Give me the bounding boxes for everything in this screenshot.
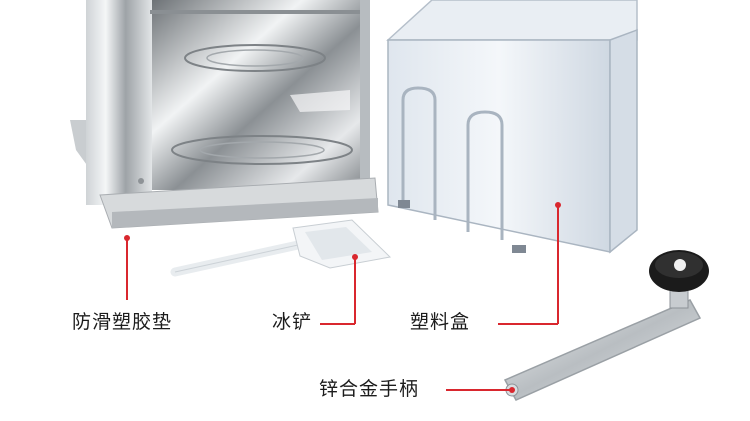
label-plastic-box: 塑料盒 — [410, 311, 471, 333]
callout-ice-scoop — [320, 254, 358, 325]
callout-anti-slip-pad — [124, 235, 130, 300]
label-zinc-alloy-handle: 锌合金手柄 — [319, 378, 420, 400]
callout-plastic-box — [498, 202, 561, 325]
ice-crusher-body — [70, 0, 379, 229]
plastic-box — [386, 0, 638, 254]
label-anti-slip-pad: 防滑塑胶垫 — [72, 311, 173, 333]
callout-zinc-alloy-handle — [446, 387, 515, 393]
label-ice-scoop: 冰铲 — [272, 311, 313, 333]
ice-scoop — [170, 219, 392, 277]
